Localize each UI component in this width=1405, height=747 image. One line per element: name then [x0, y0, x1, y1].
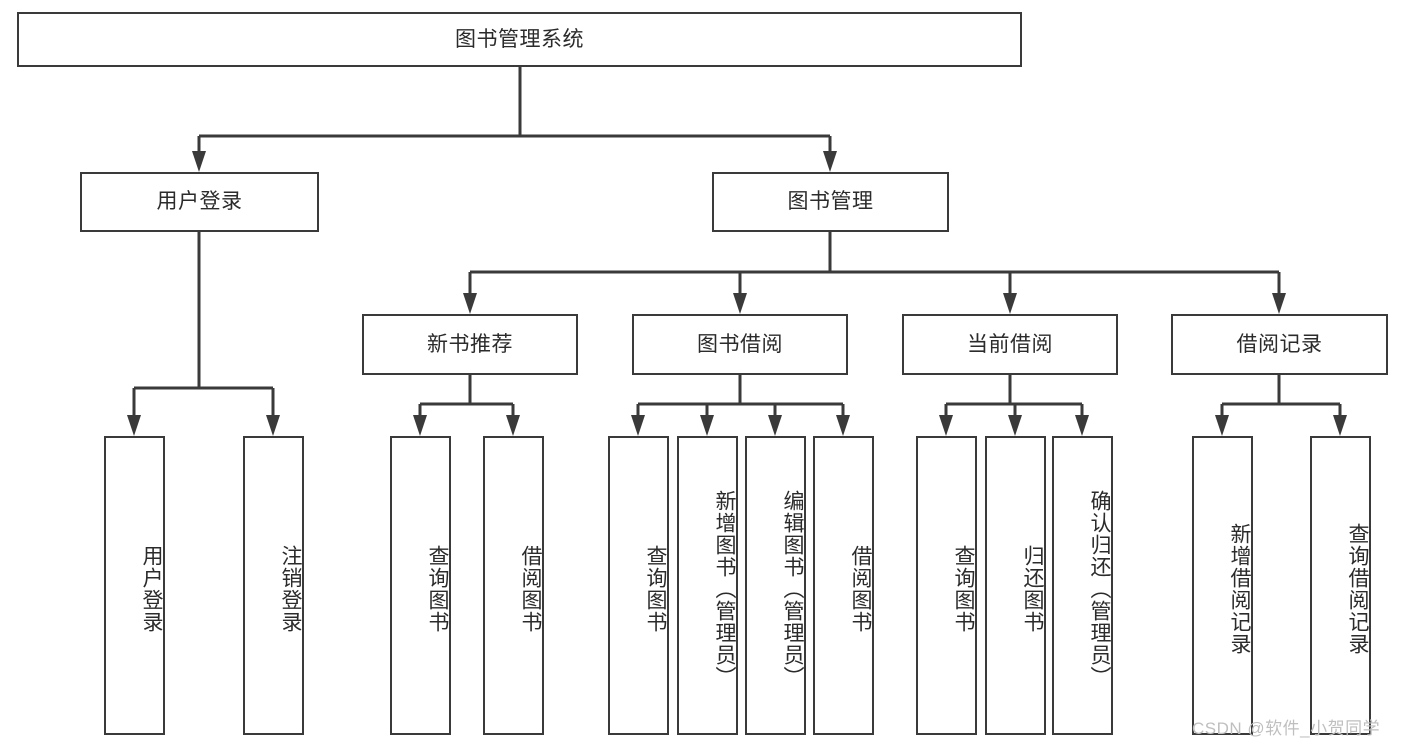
- arrow-head-user-login-to-leaves-0: [127, 415, 141, 436]
- arrow-head-current-to-leaves-2: [1075, 415, 1089, 436]
- node-label: 当前借阅: [967, 332, 1053, 356]
- arrow-head-book-manage-to-level2-3: [1272, 293, 1286, 314]
- node-leaf-add-book[interactable]: 新增图书（管理员）: [677, 436, 738, 735]
- node-leaf-query-book-2[interactable]: 查询图书: [608, 436, 669, 735]
- node-root[interactable]: 图书管理系统: [17, 12, 1022, 67]
- arrow-head-current-to-leaves-1: [1008, 415, 1022, 436]
- node-label: 查询图书: [644, 544, 667, 633]
- node-label: 图书借阅: [697, 332, 783, 356]
- node-leaf-edit-book[interactable]: 编辑图书（管理员）: [745, 436, 806, 735]
- node-current-borrow[interactable]: 当前借阅: [902, 314, 1118, 375]
- node-label: 归还图书: [1021, 544, 1044, 633]
- node-label: 新增图书（管理员）: [713, 489, 736, 688]
- arrow-head-recommend-to-leaves-1: [506, 415, 520, 436]
- node-leaf-query-book-3[interactable]: 查询图书: [916, 436, 977, 735]
- node-leaf-return-book[interactable]: 归还图书: [985, 436, 1046, 735]
- node-label: 新书推荐: [427, 332, 513, 356]
- node-label: 查询图书: [952, 544, 975, 633]
- arrow-head-book-manage-to-level2-2: [1003, 293, 1017, 314]
- node-label: 用户登录: [156, 190, 243, 214]
- node-leaf-borrow-book-2[interactable]: 借阅图书: [813, 436, 874, 735]
- node-leaf-add-record[interactable]: 新增借阅记录: [1192, 436, 1253, 735]
- node-new-book-recommend[interactable]: 新书推荐: [362, 314, 578, 375]
- node-leaf-logout[interactable]: 注销登录: [243, 436, 304, 735]
- node-label: 借阅图书: [849, 544, 872, 633]
- node-label: 借阅记录: [1236, 332, 1323, 356]
- arrow-head-root-to-level1-0: [192, 151, 206, 172]
- node-leaf-borrow-book-1[interactable]: 借阅图书: [483, 436, 544, 735]
- arrow-head-record-to-leaves-0: [1215, 415, 1229, 436]
- node-borrow-record[interactable]: 借阅记录: [1171, 314, 1388, 375]
- node-leaf-confirm-return[interactable]: 确认归还（管理员）: [1052, 436, 1113, 735]
- node-label: 用户登录: [140, 544, 163, 633]
- node-leaf-query-record[interactable]: 查询借阅记录: [1310, 436, 1371, 735]
- node-leaf-user-login[interactable]: 用户登录: [104, 436, 165, 735]
- arrow-head-record-to-leaves-1: [1333, 415, 1347, 436]
- node-user-login[interactable]: 用户登录: [80, 172, 319, 232]
- arrow-head-borrow-to-leaves-3: [836, 415, 850, 436]
- node-book-borrow[interactable]: 图书借阅: [632, 314, 848, 375]
- node-label: 查询借阅记录: [1346, 522, 1369, 655]
- arrow-head-current-to-leaves-0: [939, 415, 953, 436]
- arrow-head-book-manage-to-level2-1: [733, 293, 747, 314]
- node-label: 借阅图书: [519, 544, 542, 633]
- node-label: 图书管理: [787, 190, 874, 214]
- node-label: 注销登录: [279, 544, 302, 633]
- node-label: 新增借阅记录: [1228, 522, 1251, 655]
- node-label: 确认归还（管理员）: [1088, 489, 1111, 688]
- node-label: 查询图书: [426, 544, 449, 633]
- node-book-manage[interactable]: 图书管理: [712, 172, 949, 232]
- arrow-head-borrow-to-leaves-0: [631, 415, 645, 436]
- arrow-head-recommend-to-leaves-0: [413, 415, 427, 436]
- arrow-head-book-manage-to-level2-0: [463, 293, 477, 314]
- node-leaf-query-book-1[interactable]: 查询图书: [390, 436, 451, 735]
- arrow-head-user-login-to-leaves-1: [266, 415, 280, 436]
- arrow-head-borrow-to-leaves-2: [768, 415, 782, 436]
- arrow-head-root-to-level1-1: [823, 151, 837, 172]
- node-label: 编辑图书（管理员）: [781, 489, 804, 688]
- node-label: 图书管理系统: [455, 27, 584, 51]
- arrow-head-borrow-to-leaves-1: [700, 415, 714, 436]
